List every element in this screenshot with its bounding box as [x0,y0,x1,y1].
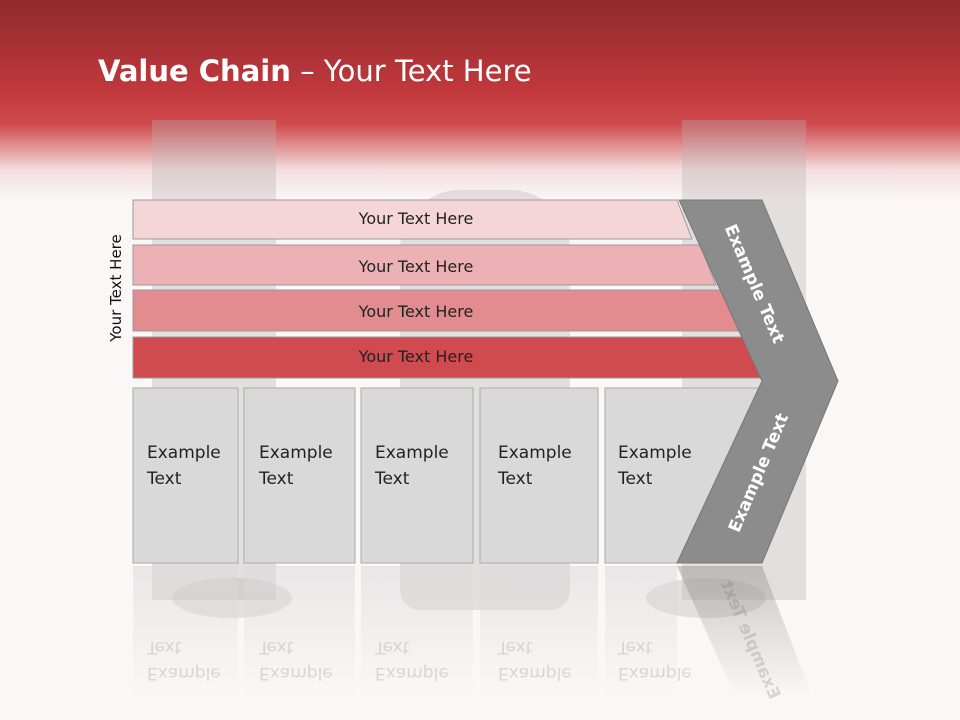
cell-reflection-1 [133,566,238,696]
cell-1-line2: Text [147,469,182,489]
cell-4-reflection-line2: Text [498,637,533,657]
cell-5-reflection-line2: Text [618,637,653,657]
cell-1-line1: Example [147,443,221,463]
cell-reflection-4 [480,566,598,696]
band-2-label: Your Text Here [358,257,474,276]
title-rest: – Your Text Here [290,54,532,88]
cell-4-line1: Example [498,443,572,463]
chevron-arrow [676,199,839,564]
cell-3-line2: Text [375,469,410,489]
cell-1-reflection-label: Example Text [147,634,237,686]
cell-2-reflection-line2: Text [259,637,294,657]
slide-title: Value Chain – Your Text Here [98,54,532,88]
band-2 [132,244,717,286]
cell-5-reflection-line1: Example [618,663,692,683]
cell-reflection-5 [605,566,677,696]
cell-5-reflection-label: Example Text [618,634,708,686]
title-bold: Value Chain [98,54,291,88]
band-3-label: Your Text Here [358,302,474,321]
header-band [0,0,960,200]
cell-4-reflection-label: Example Text [498,634,588,686]
cell-3-line1: Example [375,443,449,463]
cell-1-reflection-line1: Example [147,663,221,683]
side-label: Your Text Here [107,234,125,342]
cell-3-reflection-label: Example Text [375,634,465,686]
cell-3 [360,387,474,564]
cell-2-reflection-label: Example Text [259,634,349,686]
cell-reflection-2 [244,566,355,696]
cell-2-line2: Text [259,469,294,489]
cell-2-reflection-line1: Example [259,663,333,683]
chevron-reflection [677,566,812,696]
cell-1-reflection-line2: Text [147,637,182,657]
band-1-label: Your Text Here [358,209,474,228]
cell-4 [479,387,599,564]
cell-2 [243,387,356,564]
cell-reflection-3 [361,566,473,696]
cell-4-line2: Text [498,469,533,489]
cell-5-line2: Text [618,469,653,489]
cell-2-line1: Example [259,443,333,463]
band-1 [132,199,693,240]
cell-1 [132,387,239,564]
cell-3-reflection-line2: Text [375,637,410,657]
cell-4-reflection-line1: Example [498,663,572,683]
band-4-label: Your Text Here [358,347,474,366]
cell-3-reflection-line1: Example [375,663,449,683]
cell-5-line1: Example [618,443,692,463]
